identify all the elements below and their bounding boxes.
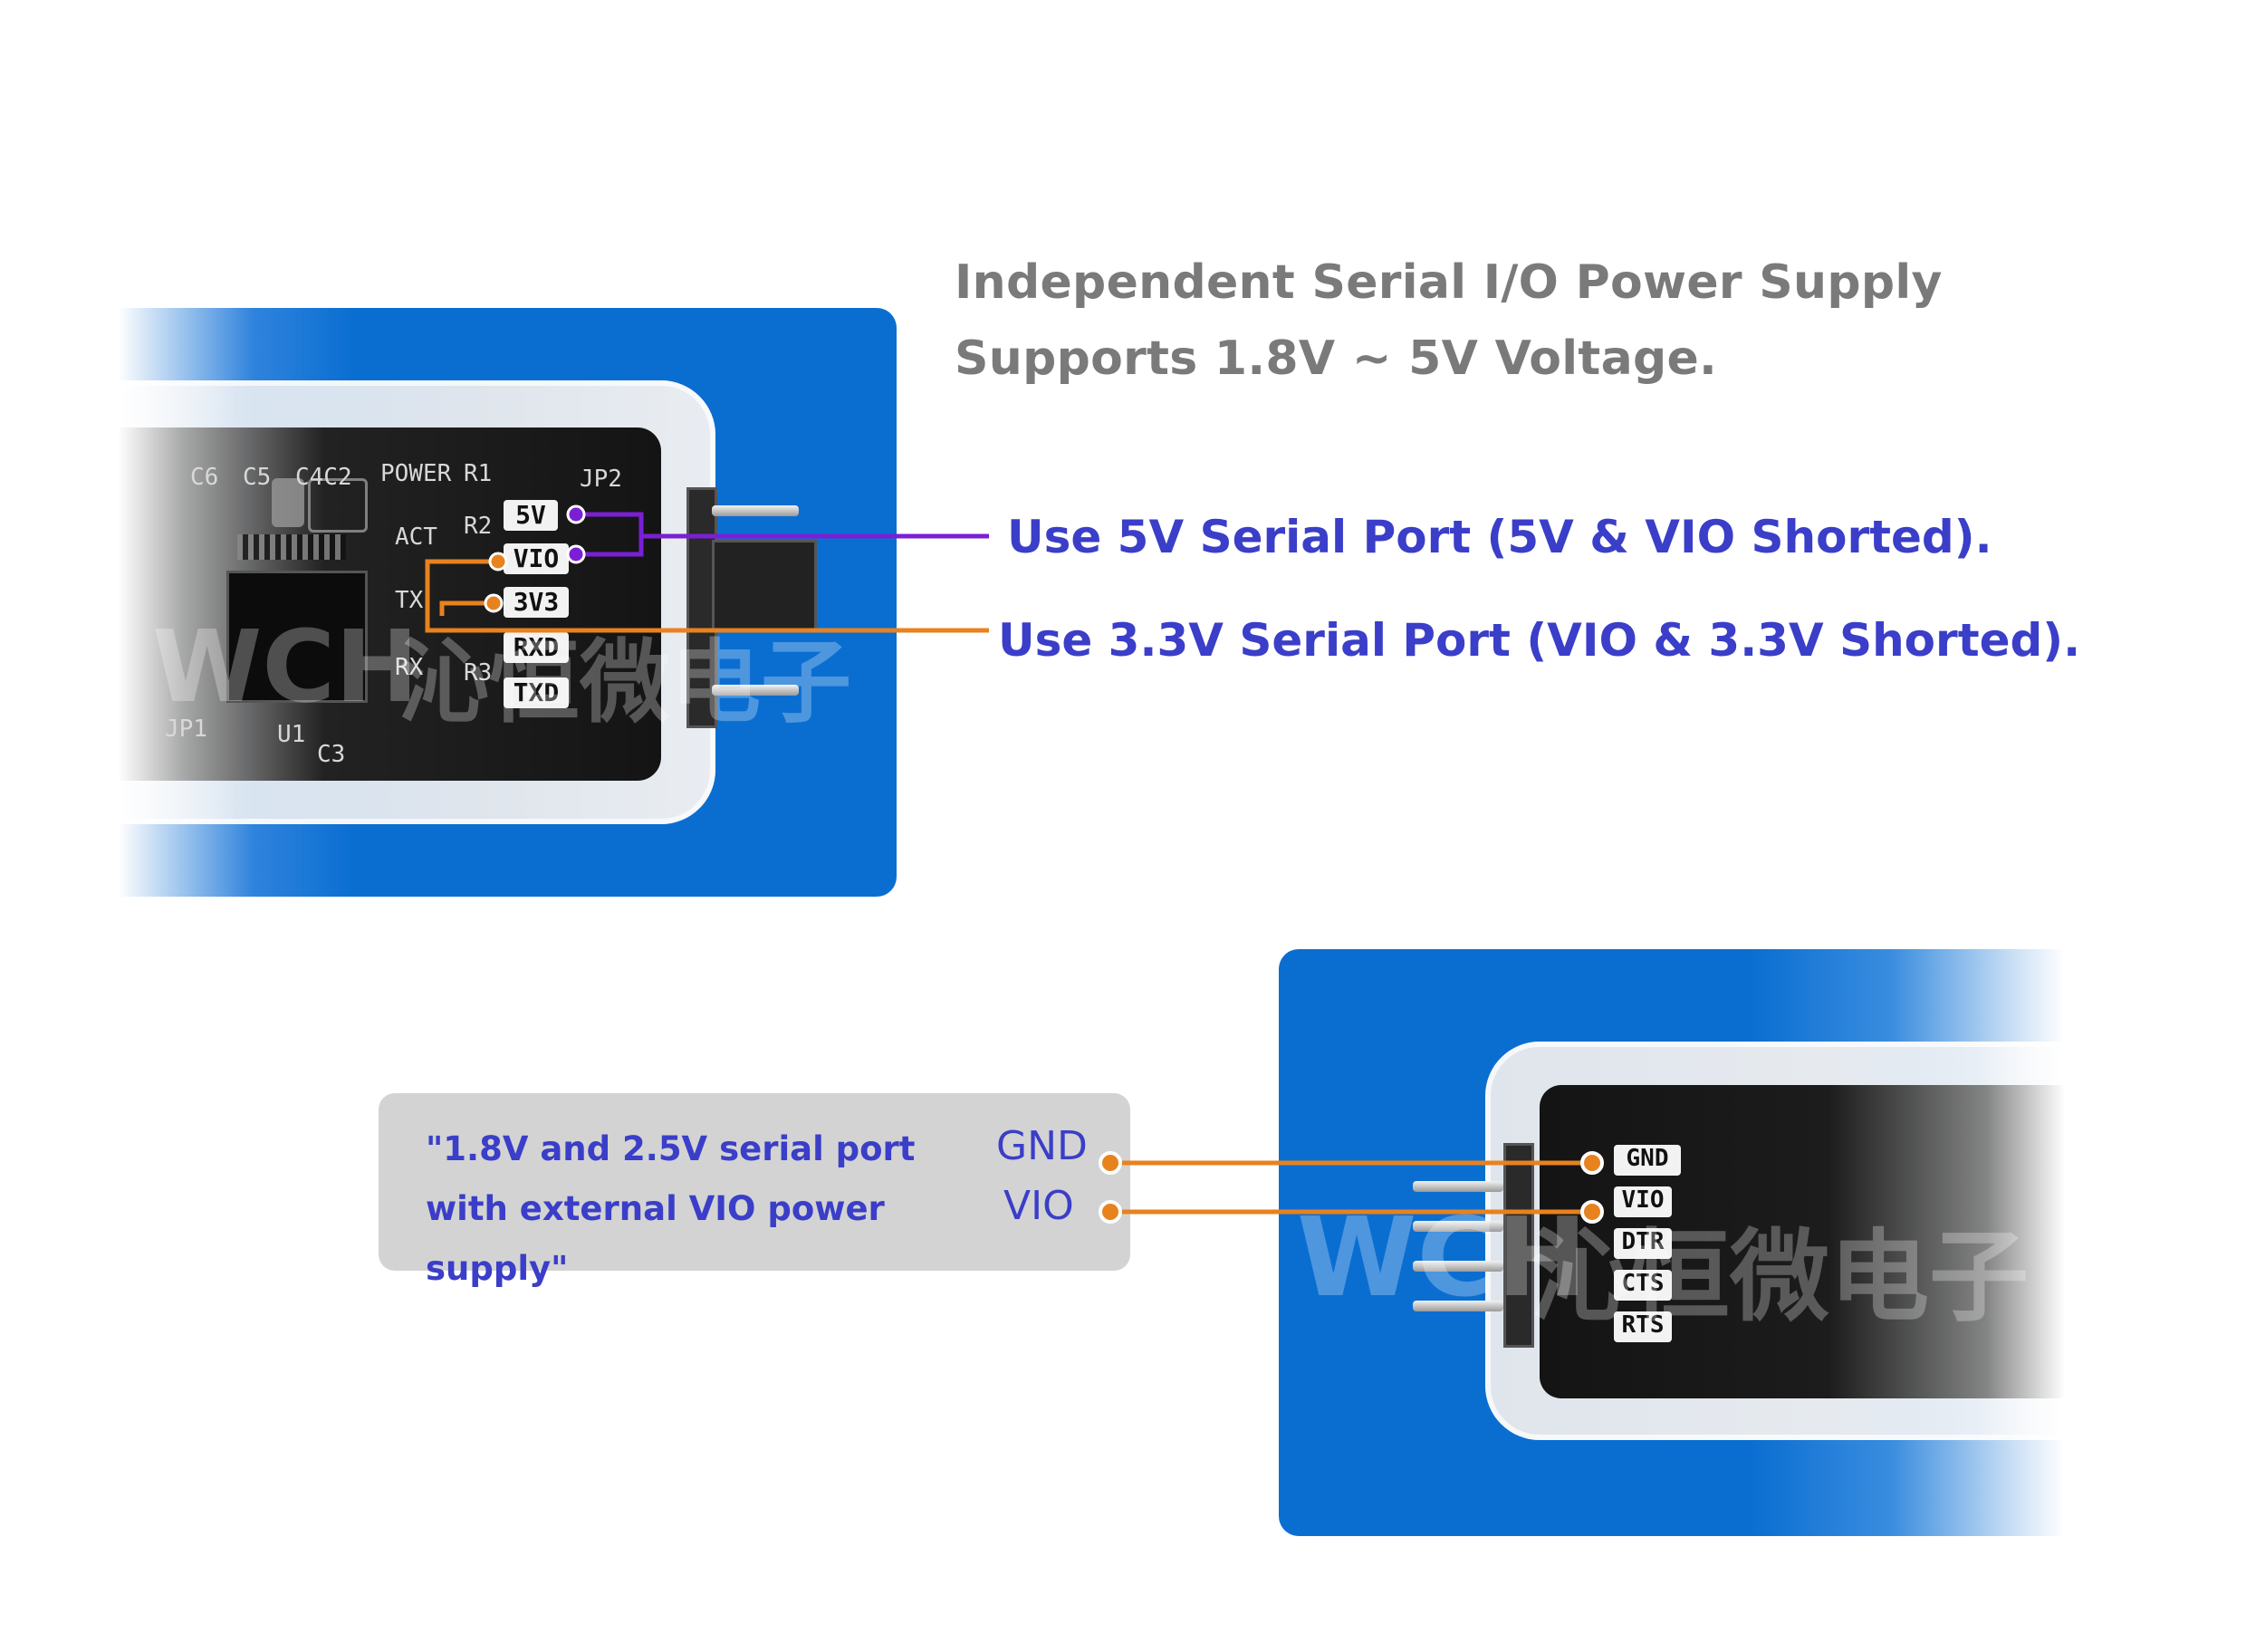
watermark-logo-bottom: WCH <box>1297 1196 1588 1321</box>
bottom-header-pin <box>1413 1181 1503 1192</box>
silk-rx: RX <box>395 654 424 681</box>
top-small-component <box>272 478 304 527</box>
silk-power: POWER <box>380 460 452 487</box>
silk-c5: C5 <box>243 464 272 491</box>
gnd-dot-left <box>1099 1151 1122 1175</box>
note-vio-label: VIO <box>1003 1183 1074 1229</box>
purple-bracket <box>576 512 644 557</box>
callout-5v-serial: Use 5V Serial Port (5V & VIO Shorted). <box>1007 511 1992 563</box>
orange-dot-vio <box>488 552 508 571</box>
gnd-dot-right <box>1580 1151 1604 1175</box>
silk-tx: TX <box>395 587 424 614</box>
vio-dot-right <box>1580 1200 1604 1224</box>
purple-dot-5v <box>566 504 586 524</box>
top-small-component-2 <box>308 478 368 533</box>
top-header-pin <box>712 685 799 696</box>
silk-jp1: JP1 <box>165 716 207 743</box>
bottom-header-pin <box>1413 1301 1503 1311</box>
bottom-pin-label-vio: VIO <box>1614 1186 1672 1217</box>
bottom-pin-label-dtr: DTR <box>1614 1228 1672 1259</box>
bottom-header-pin <box>1413 1261 1503 1272</box>
headline-line-2: Supports 1.8V ~ 5V Voltage. <box>955 331 1718 386</box>
external-vio-note-text: "1.8V and 2.5V serial port with external… <box>426 1129 916 1288</box>
silk-jp2: JP2 <box>580 466 622 493</box>
orange-bracket <box>425 559 989 633</box>
silk-u1: U1 <box>277 721 306 748</box>
orange-connector <box>425 552 989 633</box>
bottom-pin-label-rts: RTS <box>1614 1311 1672 1342</box>
top-pin-label-rxd: RXD <box>504 632 569 663</box>
silk-c3: C3 <box>317 741 346 768</box>
bottom-pin-label-gnd: GND <box>1614 1145 1681 1176</box>
bottom-orange-connectors <box>1099 1151 1604 1224</box>
bottom-pin-label-cts: CTS <box>1614 1270 1672 1301</box>
note-gnd-label: GND <box>996 1123 1088 1169</box>
top-chip <box>226 571 368 703</box>
orange-bracket-inner <box>439 600 494 616</box>
top-pin-label-5v: 5V <box>504 500 558 531</box>
external-vio-note-box <box>379 1093 1130 1271</box>
silk-c4c2: C4C2 <box>295 464 352 491</box>
top-pin-label-txd: TXD <box>504 677 569 708</box>
silk-c6: C6 <box>190 464 219 491</box>
callout-3v3-serial: Use 3.3V Serial Port (VIO & 3.3V Shorted… <box>998 614 2081 667</box>
bottom-header-pin <box>1413 1221 1503 1232</box>
top-crystal <box>237 534 346 560</box>
top-pin-label-vio: VIO <box>504 543 569 574</box>
purple-dot-vio <box>566 544 586 564</box>
silk-r1: R1 <box>464 460 493 487</box>
watermark-text-bottom: 沁恒微电子 <box>1531 1219 2029 1335</box>
headline-line-1: Independent Serial I/O Power Supply <box>955 255 1943 310</box>
bottom-pin-header <box>1503 1143 1534 1348</box>
orange-dot-3v3 <box>484 593 504 613</box>
top-pin-label-3v3: 3V3 <box>504 587 569 618</box>
top-header-pin <box>712 505 799 516</box>
silk-act: ACT <box>395 523 437 551</box>
silk-r2: R2 <box>464 513 493 540</box>
top-jumper-cap <box>712 540 817 632</box>
watermark-logo-top: WCH <box>152 609 419 725</box>
vio-dot-left <box>1099 1200 1122 1224</box>
silk-r3: R3 <box>464 659 493 687</box>
top-circuit-board <box>118 427 661 781</box>
purple-connector <box>566 504 989 564</box>
watermark-text-top: 沁恒微电子 <box>398 629 851 735</box>
